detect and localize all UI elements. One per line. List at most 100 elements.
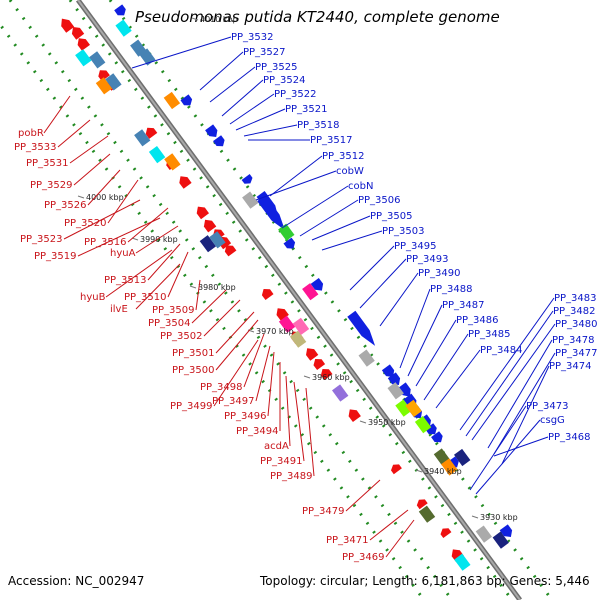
leader-line [423,333,469,401]
gene-label: PP_3485 [468,329,511,340]
leader-line [73,153,111,186]
leader-line [87,169,121,206]
leader-line [465,310,554,437]
forward-gene-arrow [499,524,513,537]
leader-line [135,263,181,310]
gene-label: PP_3488 [430,284,473,295]
leader-line [63,199,141,240]
leader-line [105,249,173,298]
forward-gene-arrow [397,382,411,397]
forward-gene-arrow [114,4,126,16]
leader-line [379,272,419,327]
gene-label: PP_3491 [260,456,303,467]
category-box [115,19,132,37]
reverse-gene-arrow [306,348,319,361]
leader-line [191,289,227,324]
category-box [164,153,181,171]
gene-label: PP_3497 [212,396,255,407]
leader-line [305,387,315,477]
forward-gene-arrow [425,423,437,435]
leader-line [459,297,555,431]
scale-tick-label: 3970 kbp [256,327,294,336]
gene-label: PP_3510 [124,292,167,303]
category-box [358,349,375,367]
reverse-gene-arrow [451,549,465,562]
gene-label: PP_3495 [394,241,437,252]
map-title: Pseudomonas putida KT2440, complete geno… [135,8,500,26]
leader-line [321,230,383,251]
gene-label: PP_3512 [322,151,365,162]
gene-label: PP_3533 [14,142,57,153]
forward-gene-arrow [381,364,395,377]
scale-tick-label: 3950 kbp [368,418,406,427]
leader-line [195,279,201,311]
leader-line [255,345,271,402]
gene-label: csgG [540,415,565,426]
gene-label: PP_3529 [30,180,73,191]
gene-label: PP_3509 [152,305,195,316]
gene-label: cobW [336,166,364,177]
gene-label: PP_3519 [34,251,77,262]
gene-label: PP_3474 [549,361,592,372]
gene-label: PP_3480 [555,319,598,330]
leader-line [493,352,556,455]
gene-label: PP_3502 [160,331,203,342]
backbone-highlight [77,0,521,600]
leader-line [243,333,265,388]
gene-label: PP_3490 [418,268,461,279]
leader-line [77,217,161,257]
gene-label: PP_3498 [200,382,243,393]
category-box [75,49,92,67]
gene-label: PP_3500 [172,365,215,376]
leader-line [203,299,241,337]
leader-line [385,519,415,558]
gene-label: PP_3477 [555,348,598,359]
leader-line [57,119,91,148]
reverse-gene-arrow [276,308,289,321]
gene-label: PP_3525 [255,62,298,73]
gene-label: PP_3478 [552,335,595,346]
leader-line [407,304,443,377]
leader-line [255,170,337,201]
gene-label: pobR [18,128,44,139]
leader-line [243,124,298,137]
gene-label: hyuA [110,248,136,259]
category-box [387,382,404,400]
category-box [395,399,412,417]
reverse-gene-arrow [416,499,428,510]
scale-tick-label: 3990 kbp [140,235,178,244]
label-leader-lines [43,36,556,558]
reverse-gene-arrow [77,38,90,51]
leader-line [349,245,395,291]
gene-label: acdA [264,441,289,452]
leader-line [221,79,264,117]
category-box [332,384,349,402]
gene-label: ilvE [110,304,128,315]
leader-line [267,351,275,417]
leader-line [229,93,275,125]
leader-line [345,479,381,512]
gc-dotted-line [0,21,426,600]
accession-text: Accession: NC_002947 [8,574,145,588]
gene-label: PP_3486 [456,315,499,326]
gene-label: PP_3523 [20,234,63,245]
gene-label: PP_3505 [370,211,413,222]
gene-label: PP_3503 [382,226,425,237]
leader-line [281,185,349,229]
leader-line [131,36,232,69]
reverse-gene-arrow [196,206,209,220]
scale-tick-label: 4010 kbp [200,15,238,24]
category-box [278,315,296,333]
leader-line [299,199,359,237]
leader-line [127,207,169,243]
category-box [105,73,122,91]
forward-gene-arrow [180,94,193,106]
leader-line [471,323,556,441]
gene-labels: PP_3532PP_3527PP_3525PP_3524PP_3522PP_35… [14,32,598,563]
category-box [134,129,151,147]
gene-label: PP_3487 [442,300,485,311]
gene-label: PP_3479 [302,506,345,517]
scale-tick-mark [189,285,197,289]
scale-tick-mark [471,515,479,519]
